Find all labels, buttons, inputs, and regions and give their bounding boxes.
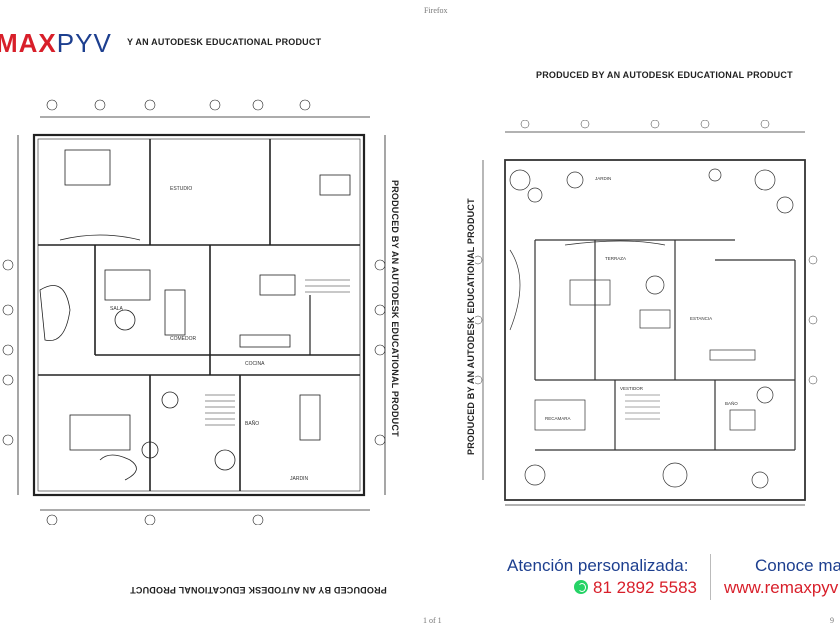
right-room-label: ESTANCIA bbox=[690, 316, 712, 321]
whatsapp-icon bbox=[574, 580, 588, 594]
website-link[interactable]: www.remaxpyv bbox=[724, 578, 839, 597]
right-room-label: JARDIN bbox=[595, 176, 611, 181]
left-watermark-bottom: PRODUCED BY AN AUTODESK EDUCATIONAL PROD… bbox=[130, 585, 387, 595]
remax-logo: MAXPYV bbox=[0, 28, 112, 58]
left-room-label: BAÑO bbox=[245, 420, 259, 427]
contact-phone[interactable]: 81 2892 5583 bbox=[574, 578, 697, 598]
page-indicator: 1 of 1 bbox=[423, 616, 442, 625]
left-room-label: COMEDOR bbox=[170, 336, 197, 342]
page-indicator-right: 9 bbox=[830, 616, 834, 625]
right-watermark-top: PRODUCED BY AN AUTODESK EDUCATIONAL PROD… bbox=[536, 70, 793, 80]
left-room-label: JARDIN bbox=[290, 476, 308, 482]
right-room-label: VESTIDOR bbox=[620, 386, 644, 391]
left-room-label: SALA bbox=[110, 306, 123, 312]
browser-title: Firefox bbox=[424, 6, 448, 15]
divider bbox=[710, 554, 711, 600]
left-floor-plan: ESTUDIO COMEDOR COCINA SALA BAÑO JARDIN bbox=[2, 99, 386, 525]
phone-number: 81 2892 5583 bbox=[593, 578, 697, 597]
right-room-label: BAÑO bbox=[725, 400, 738, 406]
left-watermark-top: Y AN AUTODESK EDUCATIONAL PRODUCT bbox=[127, 37, 322, 47]
left-room-label: COCINA bbox=[245, 361, 265, 367]
more-label: Conoce ma bbox=[755, 556, 840, 575]
right-room-label: RECAMARA bbox=[545, 416, 571, 421]
right-floor-plan: RECAMARA VESTIDOR BAÑO TERRAZA ESTANCIA … bbox=[475, 120, 818, 506]
left-room-label: ESTUDIO bbox=[170, 186, 192, 192]
contact-label: Atención personalizada: bbox=[507, 556, 689, 575]
right-room-label: TERRAZA bbox=[605, 256, 626, 261]
